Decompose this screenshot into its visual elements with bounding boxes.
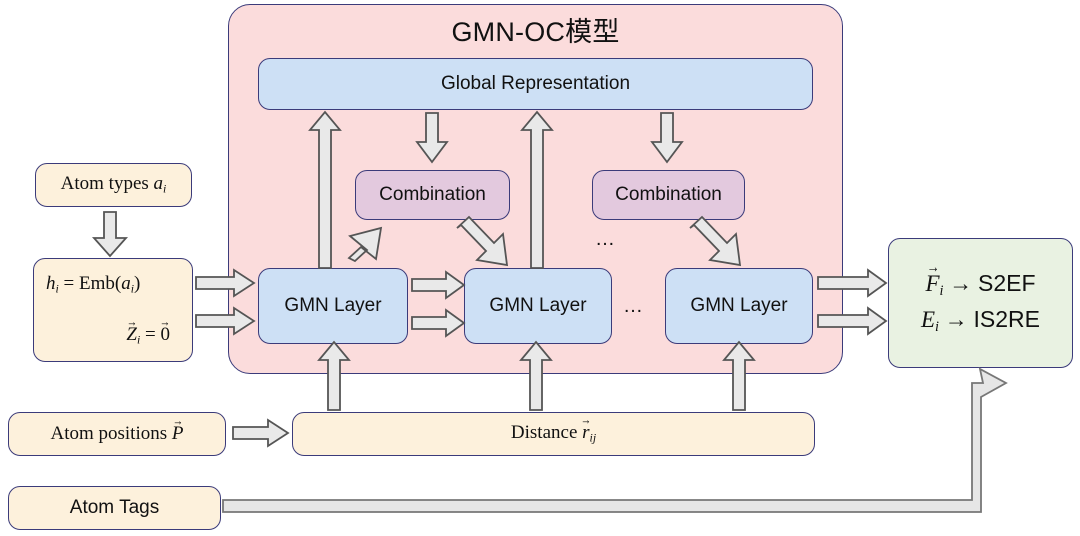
distance-box[interactable]: Distance rij	[292, 412, 815, 456]
arrow-positions-to-distance	[232, 418, 290, 448]
output-energy-line: Ei → IS2RE	[920, 306, 1040, 335]
embedding-box[interactable]: hi = Emb(ai) Zi = 0	[33, 258, 193, 362]
diagram-title: GMN-OC模型	[451, 17, 620, 47]
arrow-atomtypes-to-embedding	[91, 211, 129, 258]
combination-label: Combination	[615, 184, 722, 206]
atom-types-label: Atom types ai	[60, 173, 167, 196]
distance-label: Distance rij	[511, 421, 596, 446]
gmn-layer-label: GMN Layer	[690, 295, 788, 317]
output-box[interactable]: Fi → S2EF Ei → IS2RE	[888, 238, 1073, 368]
gmn-layer-label: GMN Layer	[489, 295, 587, 317]
gmn-layer-label: GMN Layer	[284, 295, 382, 317]
global-representation-label: Global Representation	[440, 73, 631, 95]
atom-tags-label: Atom Tags	[69, 497, 160, 519]
atom-types-box[interactable]: Atom types ai	[35, 163, 192, 207]
atom-tags-box[interactable]: Atom Tags	[8, 486, 221, 530]
global-representation-box[interactable]: Global Representation	[258, 58, 813, 110]
combination-block-2[interactable]: Combination	[592, 170, 745, 220]
atom-positions-label: Atom positions P	[50, 422, 183, 446]
gmn-layer-3[interactable]: GMN Layer	[665, 268, 813, 344]
gmn-layer-1[interactable]: GMN Layer	[258, 268, 408, 344]
atom-positions-box[interactable]: Atom positions P	[8, 412, 226, 456]
embedding-formula-h: hi = Emb(ai)	[46, 272, 141, 296]
combination-block-1[interactable]: Combination	[355, 170, 510, 220]
ellipsis-gmn-layer: …	[623, 295, 646, 317]
gmn-layer-2[interactable]: GMN Layer	[464, 268, 612, 344]
ellipsis-combination: …	[595, 228, 618, 250]
output-force-line: Fi → S2EF	[925, 269, 1035, 301]
embedding-formula-z: Zi = 0	[34, 323, 192, 348]
combination-label: Combination	[379, 184, 486, 206]
